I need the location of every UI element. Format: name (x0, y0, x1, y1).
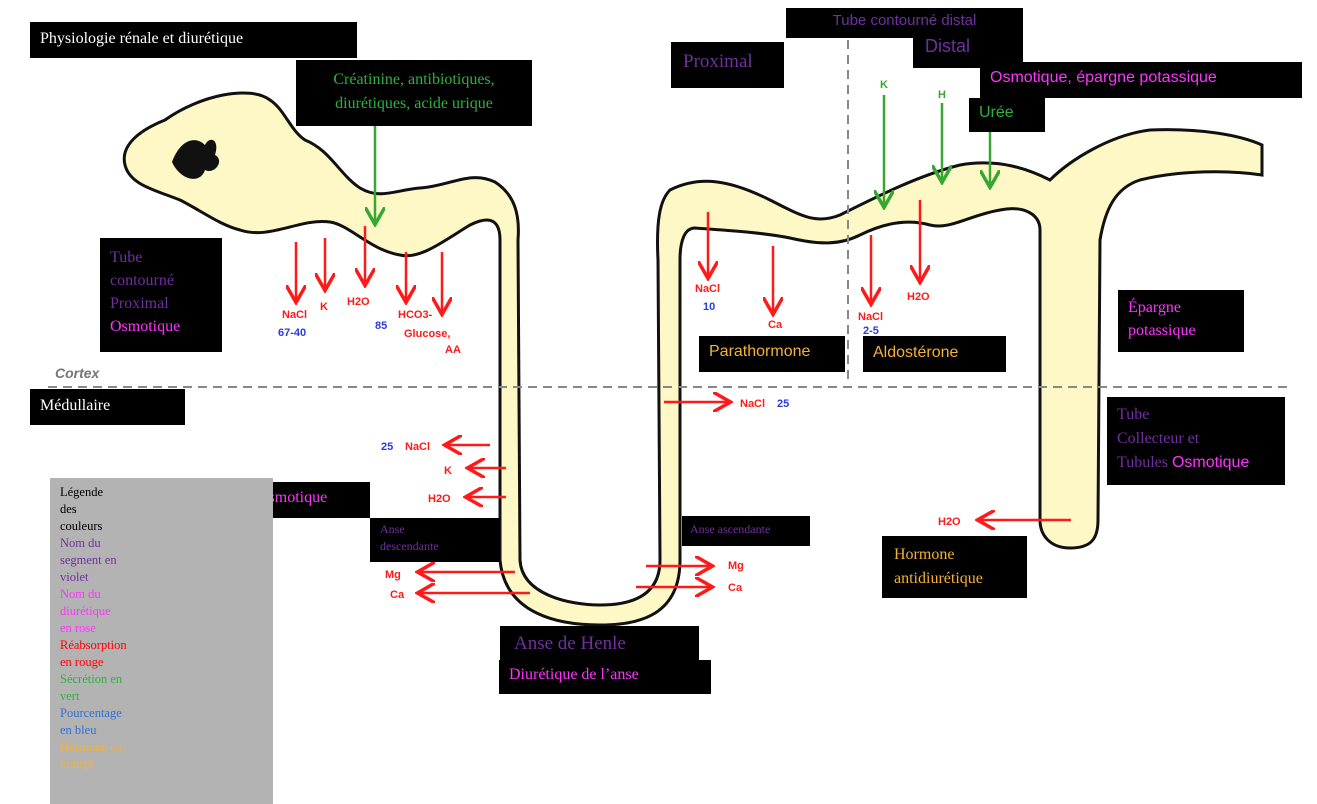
legend-line: Réabsorption (60, 638, 127, 652)
desc-nacl-pct: 25 (381, 441, 393, 453)
legend-line: en rose (60, 621, 96, 635)
desc-h2o-label: H2O (428, 493, 451, 505)
anse-descendante-label: Anse descendante (370, 518, 500, 562)
legend-line: en bleu (60, 723, 97, 737)
legend-line: Hormone en (60, 740, 123, 754)
legend-line: orange (60, 757, 95, 771)
asc-mg-label: Mg (728, 560, 744, 572)
coll-h2o-label: H2O (938, 516, 961, 528)
prox-glucose-label-2: AA (445, 344, 461, 356)
ion-labels: NaCl 67-40 K H2O HCO3- 85 Glucose, AA 25… (278, 79, 961, 601)
prox-h2o-label: H2O (347, 296, 370, 308)
legend-line: Pourcentage (60, 706, 122, 720)
legend-line: en rouge (60, 655, 104, 669)
secretion-arrows (375, 95, 990, 222)
legend-line: diurétique (60, 604, 111, 618)
sec-h-label: H (938, 89, 946, 101)
thick-ca-label: Ca (768, 319, 783, 331)
prox-hco3-pct: 85 (375, 320, 387, 332)
legend-line: couleurs (60, 519, 103, 533)
epargne-line-2: potassique (1128, 322, 1196, 339)
legend-line: Nom du (60, 587, 101, 601)
collector-tube-label: Tube Collecteur et Tubules Osmotique (1107, 397, 1285, 485)
thick-nacl-pct: 10 (703, 301, 715, 313)
collector-line-2: Collecteur et (1117, 430, 1200, 447)
legend-line: Nom du (60, 536, 101, 550)
uree-label: Urée (969, 98, 1045, 132)
proximal-tube-line-1: Tube (110, 249, 143, 266)
anse-descendante-line-1: Anse (380, 522, 405, 536)
cortex-label: Cortex (55, 365, 101, 381)
legend-line: violet (60, 570, 89, 584)
prox-k-label: K (320, 301, 328, 313)
desc-mg-label: Mg (385, 569, 401, 581)
dist-h2o-label: H2O (907, 291, 930, 303)
anse-ascendante-label: Anse ascendante (682, 516, 810, 546)
proximal-drug-label: Osmotique (110, 318, 181, 335)
proximal-tube-line-2: contourné (110, 272, 174, 289)
adh-line-2: antidiurétique (894, 570, 983, 587)
reabsorption-arrows (296, 200, 1071, 593)
prox-hco3-label: HCO3- (398, 309, 433, 321)
dist-nacl-label: NaCl (858, 311, 883, 323)
legend-line: vert (60, 689, 80, 703)
thick-nacl-label: NaCl (695, 283, 720, 295)
epargne-potassique-label: Épargne potassique (1118, 290, 1244, 352)
collector-drug-label: Osmotique (1171, 454, 1250, 471)
proximal-secretion-label: Créatinine, antibiotiques, diurétiques, … (296, 60, 532, 126)
desc-k-label: K (444, 465, 452, 477)
legend-line: Légende (60, 485, 104, 499)
proximal-tubule-label: Tube contourné Proximal Osmotique (100, 238, 222, 352)
anse-henle-label: Anse de Henle (500, 626, 699, 664)
distal-tube-header: Tube contourné distal (786, 8, 1023, 38)
prox-glucose-label-1: Glucose, (404, 328, 450, 340)
asc-ca-label: Ca (728, 582, 743, 594)
prox-nacl-pct: 67-40 (278, 327, 306, 339)
proximal-tube-line-3: Proximal (110, 295, 169, 312)
distal-label: Distal (913, 30, 1023, 68)
dist-nacl-pct: 2-5 (863, 325, 879, 337)
aldosterone-label: Aldostérone (863, 336, 1006, 372)
collector-line-1: Tube (1117, 406, 1150, 423)
ascending-proximal-label: Proximal (671, 42, 784, 88)
legend-line: des (60, 502, 77, 516)
medullary-label: Médullaire (30, 389, 185, 425)
adh-line-1: Hormone (894, 546, 955, 563)
proximal-tubule-shape (122, 91, 1264, 627)
page-title: Physiologie rénale et diurétique (30, 22, 357, 58)
distal-drug-label: Osmotique, épargne potassique (980, 62, 1302, 98)
proximal-secretion-line-1: Créatinine, antibiotiques, (333, 71, 495, 88)
adh-label: Hormone antidiurétique (882, 536, 1027, 598)
sec-k-label: K (880, 79, 888, 91)
anse-drug-label: Diurétique de l’anse (499, 660, 711, 694)
legend-line: Sécrétion en (60, 672, 123, 686)
asc-nacl-pct: 25 (777, 398, 789, 410)
anse-descendante-line-2: descendante (380, 539, 439, 553)
asc-nacl-label: NaCl (740, 398, 765, 410)
legend-line: segment en (60, 553, 117, 567)
desc-nacl-label: NaCl (405, 441, 430, 453)
glomerulus-shape (172, 139, 220, 179)
desc-ca-label: Ca (390, 589, 405, 601)
epargne-line-1: Épargne (1128, 299, 1182, 316)
collector-line-3: Tubules (1117, 454, 1168, 471)
proximal-secretion-line-2: diurétiques, acide urique (335, 95, 493, 112)
nephron-tubule (122, 91, 1264, 627)
prox-nacl-label: NaCl (282, 309, 307, 321)
parathormone-label: Parathormone (699, 336, 845, 372)
